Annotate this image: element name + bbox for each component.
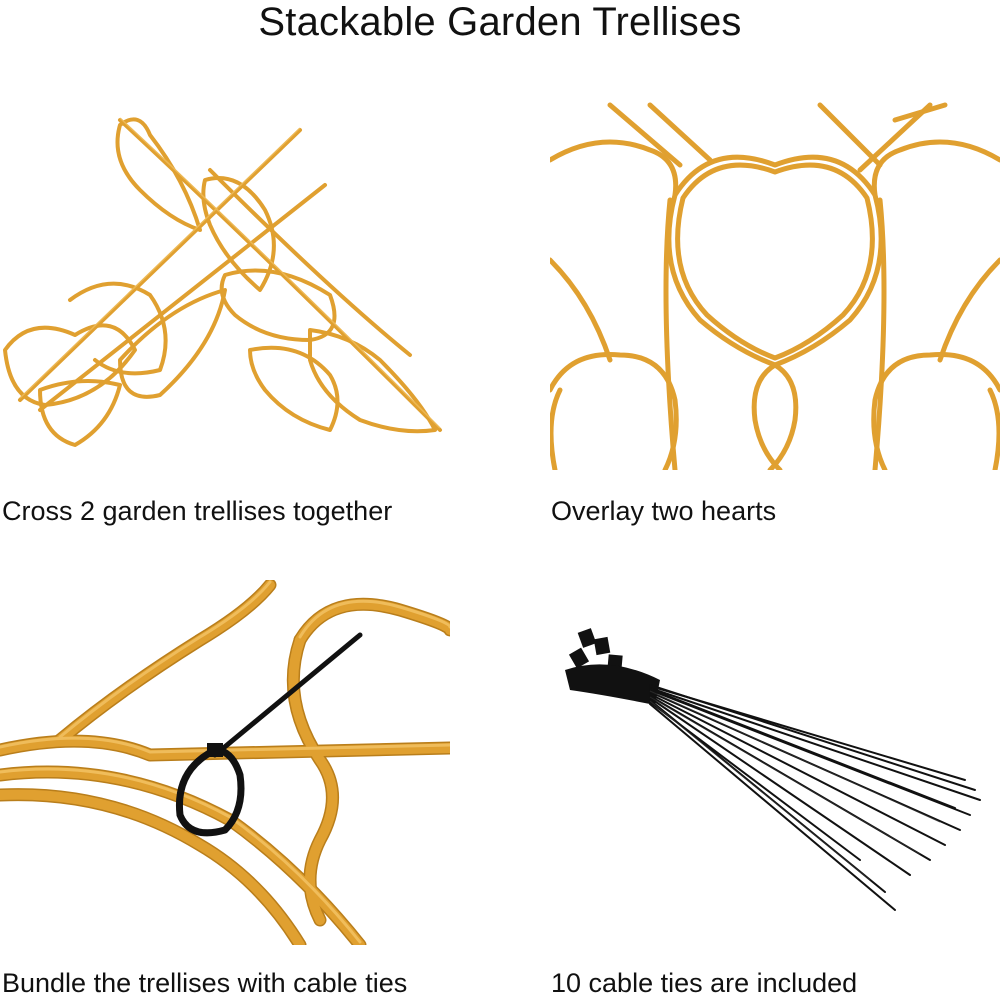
cable-tie-icon (175, 632, 363, 837)
overlaid-hearts-image (550, 100, 1000, 470)
cable-ties-image (550, 610, 1000, 930)
caption-bundle-cable-ties: Bundle the trellises with cable ties (2, 968, 408, 998)
caption-cable-ties-included: 10 cable ties are included (551, 968, 858, 998)
crossed-trellises-illustration (3, 117, 442, 447)
page-title: Stackable Garden Trellises (258, 0, 742, 44)
crossed-trellises-image (0, 100, 460, 475)
bundled-trellises-illustration (0, 580, 450, 945)
cable-ties-illustration (565, 628, 981, 911)
bundled-trellises-image (0, 580, 450, 945)
overlaid-hearts-illustration (550, 102, 1000, 470)
caption-overlay-hearts: Overlay two hearts (551, 496, 777, 526)
caption-cross-trellises: Cross 2 garden trellises together (2, 496, 393, 526)
cable-ties-icon (565, 628, 981, 911)
